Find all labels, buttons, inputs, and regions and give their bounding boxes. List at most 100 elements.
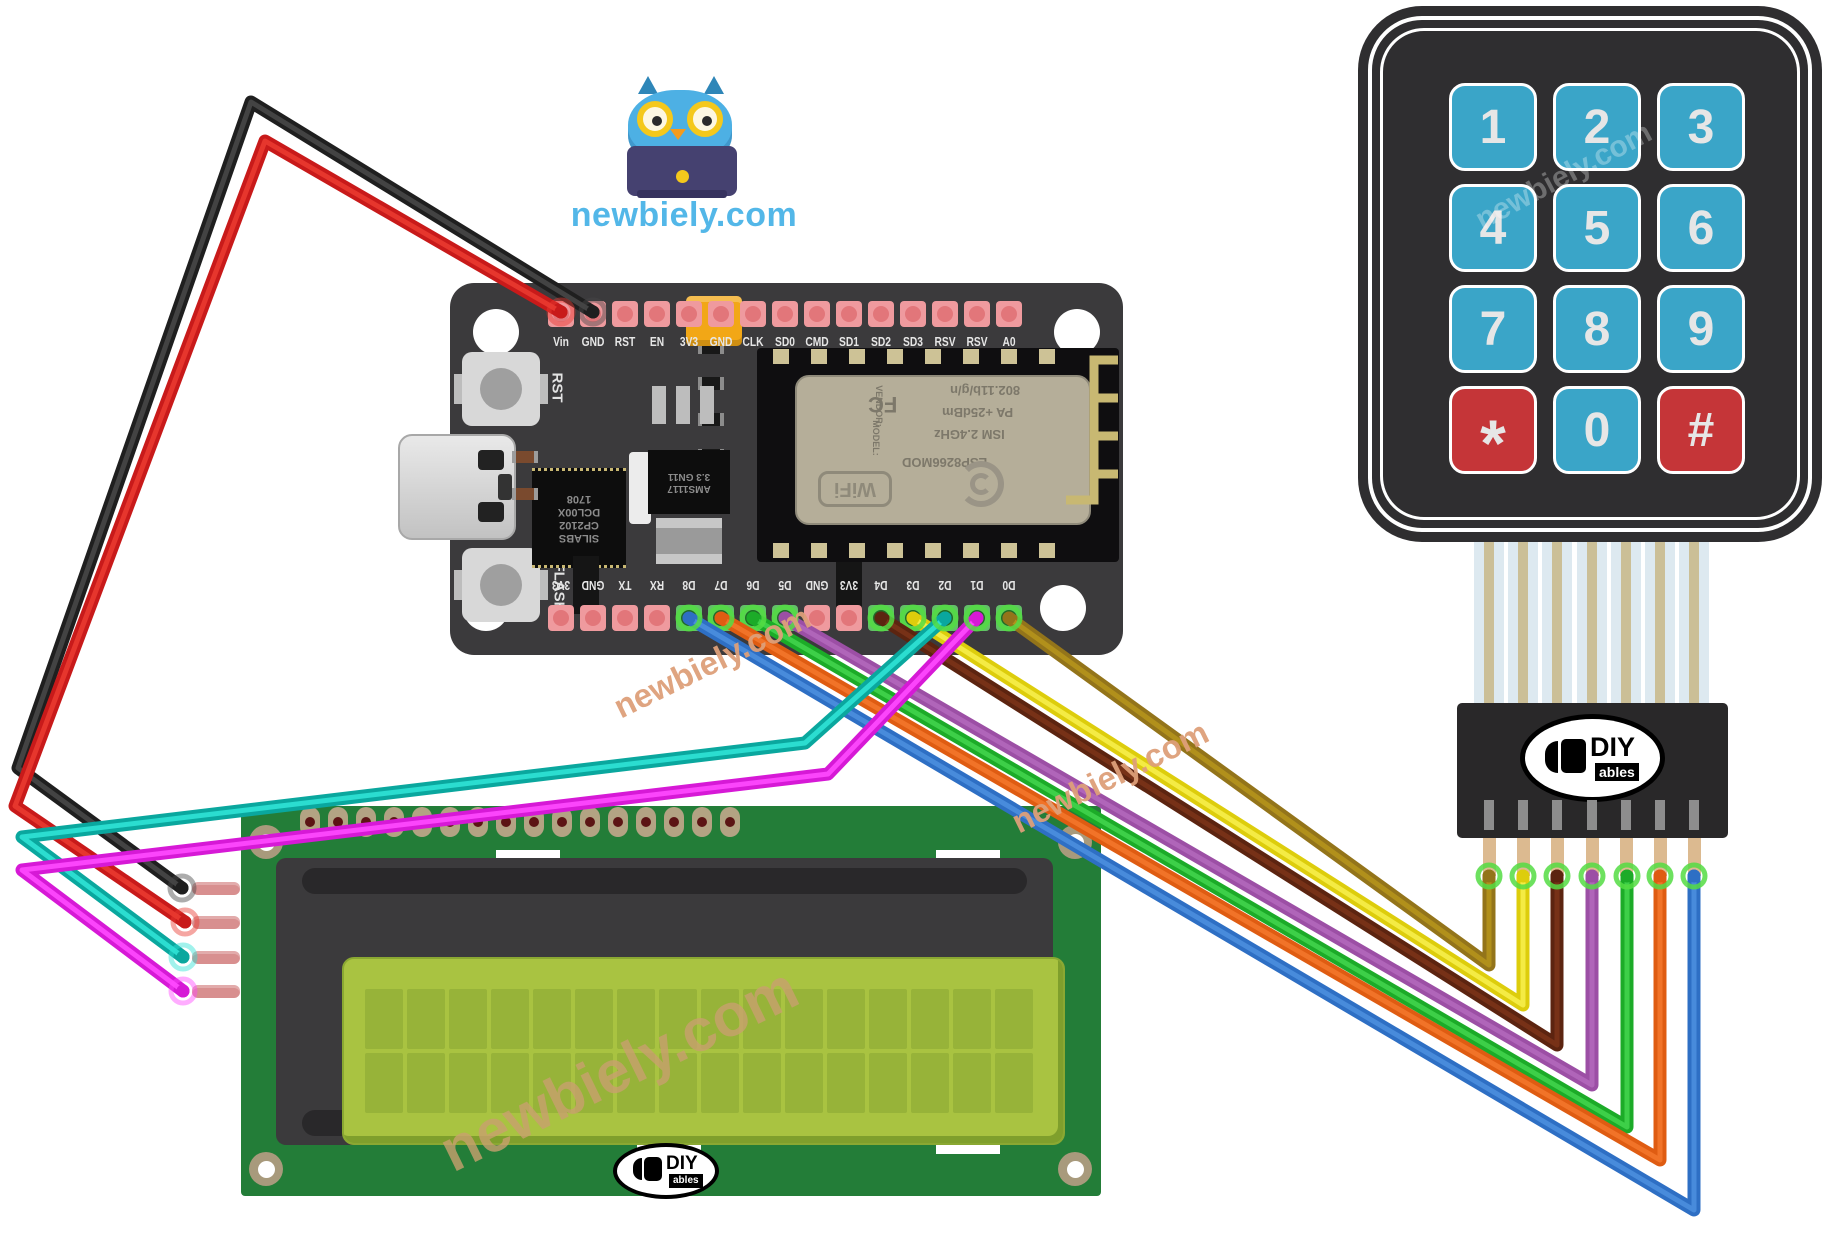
nodemcu-pin-bottom-3V3-0	[548, 605, 574, 631]
keypad-key-9: 9	[1657, 285, 1745, 373]
lcd-cell-r1c6	[617, 1053, 655, 1113]
nodemcu-pin-bottom-GND-1	[580, 605, 606, 631]
nodemcu-pin-top-RST-2	[612, 301, 638, 327]
lcd-pin-hole-10	[552, 807, 572, 837]
lcd-cell-r0c0	[365, 989, 403, 1049]
nodemcu-pin-label-top-SD0-7: SD0	[775, 335, 795, 349]
nodemcu-pin-label-top-GND-5: GND	[709, 335, 733, 349]
lcd-cell-r0c4	[533, 989, 571, 1049]
nodemcu-pin-label-top-SD1-9: SD1	[839, 335, 859, 349]
rst-button	[454, 352, 548, 426]
keypad-key-#: #	[1657, 386, 1745, 474]
keypad-key-4: 4	[1449, 184, 1537, 272]
esp-pad-bottom-0	[773, 543, 789, 558]
lcd-pin-hole-11	[580, 807, 600, 837]
lcd-cell-r1c10	[785, 1053, 823, 1113]
lcd-pin-hole-12	[608, 807, 628, 837]
nodemcu-pin-label-bottom-D5-7: D5	[778, 578, 792, 592]
ribbon-strip-3	[1542, 542, 1572, 705]
lcd-pin-hole-4	[384, 807, 404, 837]
esp-pad-top-3	[887, 349, 903, 364]
nodemcu-pin-bottom-D3-11	[900, 605, 926, 631]
lcd-cell-r1c2	[449, 1053, 487, 1113]
ribbon-strip-1	[1474, 542, 1504, 705]
lcd-pin-hole-15	[692, 807, 712, 837]
keypad-key-6: 6	[1657, 184, 1745, 272]
esp-pad-top-6	[1001, 349, 1017, 364]
mcu-hole-br	[1040, 585, 1086, 631]
lcd-cell-r1c11	[827, 1053, 865, 1113]
connector-stub-4	[1585, 836, 1599, 876]
owl-beak	[670, 129, 686, 140]
nodemcu-pin-bottom-TX-2	[612, 605, 638, 631]
mcu-hole-tl	[473, 309, 519, 355]
lcd-cell-r0c8	[701, 989, 739, 1049]
lcd-i2c-pin-1	[192, 881, 240, 895]
nodemcu-pin-top-SD3-11	[900, 301, 926, 327]
lcd-cell-r0c2	[449, 989, 487, 1049]
nodemcu-pin-label-bottom-RX-3: RX	[649, 578, 665, 592]
esp-pad-top-5	[963, 349, 979, 364]
smd-res-b	[512, 488, 538, 500]
nodemcu-pin-bottom-D6-6	[740, 605, 766, 631]
lcd-cell-r1c8	[701, 1053, 739, 1113]
lcd-cell-r1c12	[869, 1053, 907, 1113]
lcd-i2c-pin-3	[192, 950, 240, 964]
nodemcu-pin-label-top-SD3-11: SD3	[903, 335, 923, 349]
esp-pad-bottom-6	[1001, 543, 1017, 558]
connector-stub-3	[1550, 836, 1564, 876]
nodemcu-pin-top-RSV-13	[964, 301, 990, 327]
wifi-logo: WiFi	[818, 471, 892, 507]
lcd-cell-r1c5	[575, 1053, 613, 1113]
esp-text-80211: 802.11b/g/n	[950, 383, 1021, 398]
ribbon-strip-5	[1611, 542, 1641, 705]
component-switch	[629, 452, 651, 524]
lcd-16x2: DIY ables	[241, 806, 1101, 1199]
connector-slot-2	[1518, 800, 1528, 830]
nodemcu-pin-label-top-RSV-13: RSV	[966, 335, 988, 349]
connector-stub-6	[1653, 836, 1667, 876]
lcd-i2c-pin-2	[192, 915, 240, 929]
esp-pad-bottom-5	[963, 543, 979, 558]
lcd-pin-hole-13	[636, 807, 656, 837]
lcd-mount-hole-bl	[249, 1152, 283, 1186]
lcd-cell-r0c3	[491, 989, 529, 1049]
lcd-pin-hole-1	[300, 807, 320, 837]
nodemcu-pin-label-bottom-3V3-9: 3V3	[839, 578, 859, 592]
mcu-hole-tr	[1054, 309, 1100, 355]
keypad-key-5: 5	[1553, 184, 1641, 272]
esp-pad-top-1	[811, 349, 827, 364]
chip-small-2	[836, 556, 862, 614]
reg-pad-1	[652, 386, 666, 424]
esp-pad-bottom-3	[887, 543, 903, 558]
lcd-cell-r0c14	[953, 989, 991, 1049]
lcd-pin-hole-6	[440, 807, 460, 837]
connector-slot-4	[1587, 800, 1597, 830]
nodemcu-pin-bottom-3V3-9	[836, 605, 862, 631]
nodemcu-pin-top-SD2-10	[868, 301, 894, 327]
nodemcu-pin-bottom-D5-7	[772, 605, 798, 631]
lcd-cell-r0c12	[869, 989, 907, 1049]
ribbon-strip-6	[1645, 542, 1675, 705]
nodemcu-pin-label-bottom-GND-8: GND	[805, 578, 829, 592]
esp-pad-top-7	[1039, 349, 1055, 364]
ribbon-strip-4	[1577, 542, 1607, 705]
lcd-cell-r1c7	[659, 1053, 697, 1113]
nodemcu-pin-bottom-D2-12	[932, 605, 958, 631]
nodemcu-pin-bottom-D7-5	[708, 605, 734, 631]
regulator-tab	[656, 518, 722, 564]
lcd-cell-r0c13	[911, 989, 949, 1049]
nodemcu-pin-top-SD1-9	[836, 301, 862, 327]
nodemcu-pin-bottom-D0-14	[996, 605, 1022, 631]
nodemcu-pin-bottom-D8-4	[676, 605, 702, 631]
nodemcu-pin-label-top-CLK-6: CLK	[742, 335, 764, 349]
keypad-connector: DIY ables	[1457, 703, 1728, 838]
nodemcu-pin-bottom-RX-3	[644, 605, 670, 631]
lcd-mount-hole-tl	[249, 825, 283, 859]
nodemcu-pin-bottom-D4-10	[868, 605, 894, 631]
owl-tuft-right	[704, 76, 724, 94]
esp-pad-bottom-4	[925, 543, 941, 558]
esp-text-ism: ISM 2.4GHz	[934, 427, 1005, 442]
owl-eye-left	[637, 101, 673, 137]
